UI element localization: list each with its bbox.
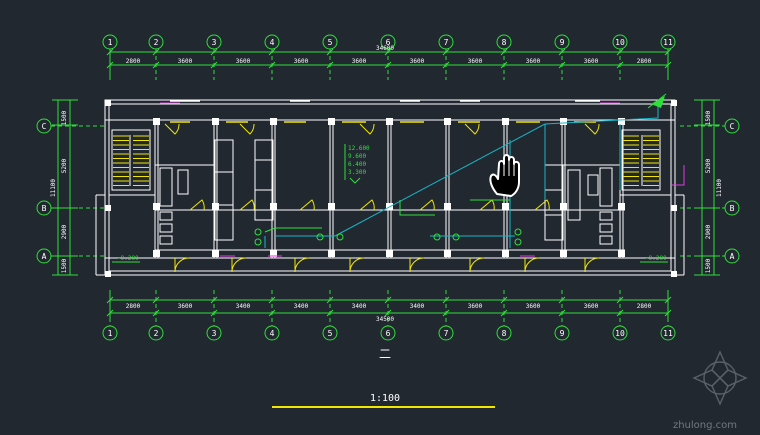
level-mark-2: 9.600: [348, 153, 366, 160]
grid-bubble-label: 5: [328, 329, 333, 338]
toilet-fixtures-left: [159, 139, 274, 245]
level-annotations: 12.600 9.600 6.400 3.300 -0.200 -0.200: [112, 144, 668, 263]
grid-bubble-label: 8: [502, 329, 507, 338]
level-mark-1: 12.600: [348, 145, 370, 152]
top-total-dimension: 34600: [376, 45, 394, 52]
grid-bubble-label: 3: [212, 38, 217, 47]
dimension-label: 3600: [236, 58, 251, 65]
magenta-marks: [160, 102, 685, 257]
grid-bubble-label: 6: [386, 329, 391, 338]
dimension-label: 3600: [584, 58, 599, 65]
dimension-label: 3400: [352, 303, 367, 310]
grid-bubble-label: 2: [154, 329, 159, 338]
riser-symbol: [647, 93, 667, 109]
pan-hand-cursor[interactable]: [489, 154, 520, 197]
sheet-mark: 二: [379, 347, 391, 361]
grid-bubble-label: 9: [560, 38, 565, 47]
grid-bubble-label: 3: [212, 329, 217, 338]
top-dimension-labels: 2800 3600 3600 3600 3600 3600 3600 3600 3600 2800: [126, 58, 652, 65]
axis-left-C: C: [42, 122, 47, 131]
dimension-label: 3600: [526, 58, 541, 65]
right-level-mark: -0.200: [645, 255, 667, 262]
grid-bubble-label: 5: [328, 38, 333, 47]
dimension-label: 3600: [294, 58, 309, 65]
interior-partitions: [109, 120, 671, 258]
grid-bubble-label: 7: [444, 329, 449, 338]
left-dim-1: 1500: [61, 110, 68, 125]
dimension-label: 2800: [126, 303, 141, 310]
dimension-label: 3600: [468, 58, 483, 65]
left-dimension-labels: 1500 5200 2900 1500 11100: [50, 110, 68, 273]
right-dim-1: 1500: [705, 110, 712, 125]
dimension-label: 3600: [526, 303, 541, 310]
grid-bubble-label: 1: [108, 329, 113, 338]
toilet-fixtures-right: [544, 164, 613, 245]
axis-right-B: B: [730, 204, 735, 213]
right-dim-4: 1500: [705, 258, 712, 273]
left-dim-total: 11100: [50, 179, 57, 197]
dimension-label: 3400: [294, 303, 309, 310]
left-dim-4: 1500: [61, 258, 68, 273]
dimension-label: 3400: [236, 303, 251, 310]
grid-bubble-label: 10: [615, 329, 625, 338]
dimension-label: 2800: [126, 58, 141, 65]
grid-axis-left-column: C B A: [36, 118, 105, 264]
dimension-label: 2800: [637, 303, 652, 310]
dimension-label: 3600: [468, 303, 483, 310]
level-mark-3: 6.400: [348, 161, 366, 168]
dimension-label: 3600: [410, 58, 425, 65]
right-dim-total: 11100: [716, 179, 723, 197]
watermark-text: zhulong.com: [673, 420, 737, 431]
top-dimension-chain: [109, 51, 669, 80]
left-dim-3: 2900: [61, 224, 68, 239]
stair-left: [111, 129, 151, 191]
grid-bubble-label: 4: [270, 38, 275, 47]
dimension-label: 3600: [352, 58, 367, 65]
axis-right-A: A: [730, 252, 735, 261]
door-swings: [164, 123, 600, 273]
axis-right-C: C: [730, 122, 735, 131]
pipe-leaders: [254, 199, 522, 246]
corridor-lines: [155, 209, 625, 251]
grid-axis-bottom-row: 1 2 3 4 5 6 7 8 9 10 11: [102, 290, 676, 341]
dimension-label: 2800: [637, 58, 652, 65]
grid-bubble-label: 11: [663, 38, 673, 47]
level-mark-4: 3.300: [348, 169, 366, 176]
bottom-dimension-chain: [109, 290, 669, 318]
dimension-label: 3400: [410, 303, 425, 310]
grid-bubble-label: 2: [154, 38, 159, 47]
grid-bubble-label: 1: [108, 38, 113, 47]
stair-right: [621, 129, 661, 191]
axis-left-A: A: [42, 252, 47, 261]
scale-label: 1:100: [370, 393, 400, 404]
grid-bubble-label: 11: [663, 329, 673, 338]
grid-bubble-label: 10: [615, 38, 625, 47]
dimension-label: 3600: [178, 303, 193, 310]
left-dim-2: 5200: [61, 158, 68, 173]
axis-left-B: B: [42, 204, 47, 213]
right-dim-3: 2900: [705, 224, 712, 239]
bottom-total-dimension: 34500: [376, 316, 394, 323]
building-outline: [95, 99, 685, 276]
grid-bubble-label: 8: [502, 38, 507, 47]
watermark-logo: zhulong.com: [673, 350, 748, 431]
dimension-label: 3600: [178, 58, 193, 65]
grid-bubble-label: 6: [386, 38, 391, 47]
grid-bubble-label: 9: [560, 329, 565, 338]
grid-axis-right-column: C B A: [680, 118, 740, 264]
right-dim-2: 5200: [705, 158, 712, 173]
bottom-dimension-labels: 2800 3600 3400 3400 3400 3400 3600 3600 3600 2800: [126, 303, 652, 310]
grid-bubble-label: 7: [444, 38, 449, 47]
right-dimension-labels: 1500 5200 2900 1500 11100: [705, 110, 723, 273]
left-level-mark: -0.200: [117, 255, 139, 262]
grid-bubble-label: 4: [270, 329, 275, 338]
dimension-label: 3600: [584, 303, 599, 310]
